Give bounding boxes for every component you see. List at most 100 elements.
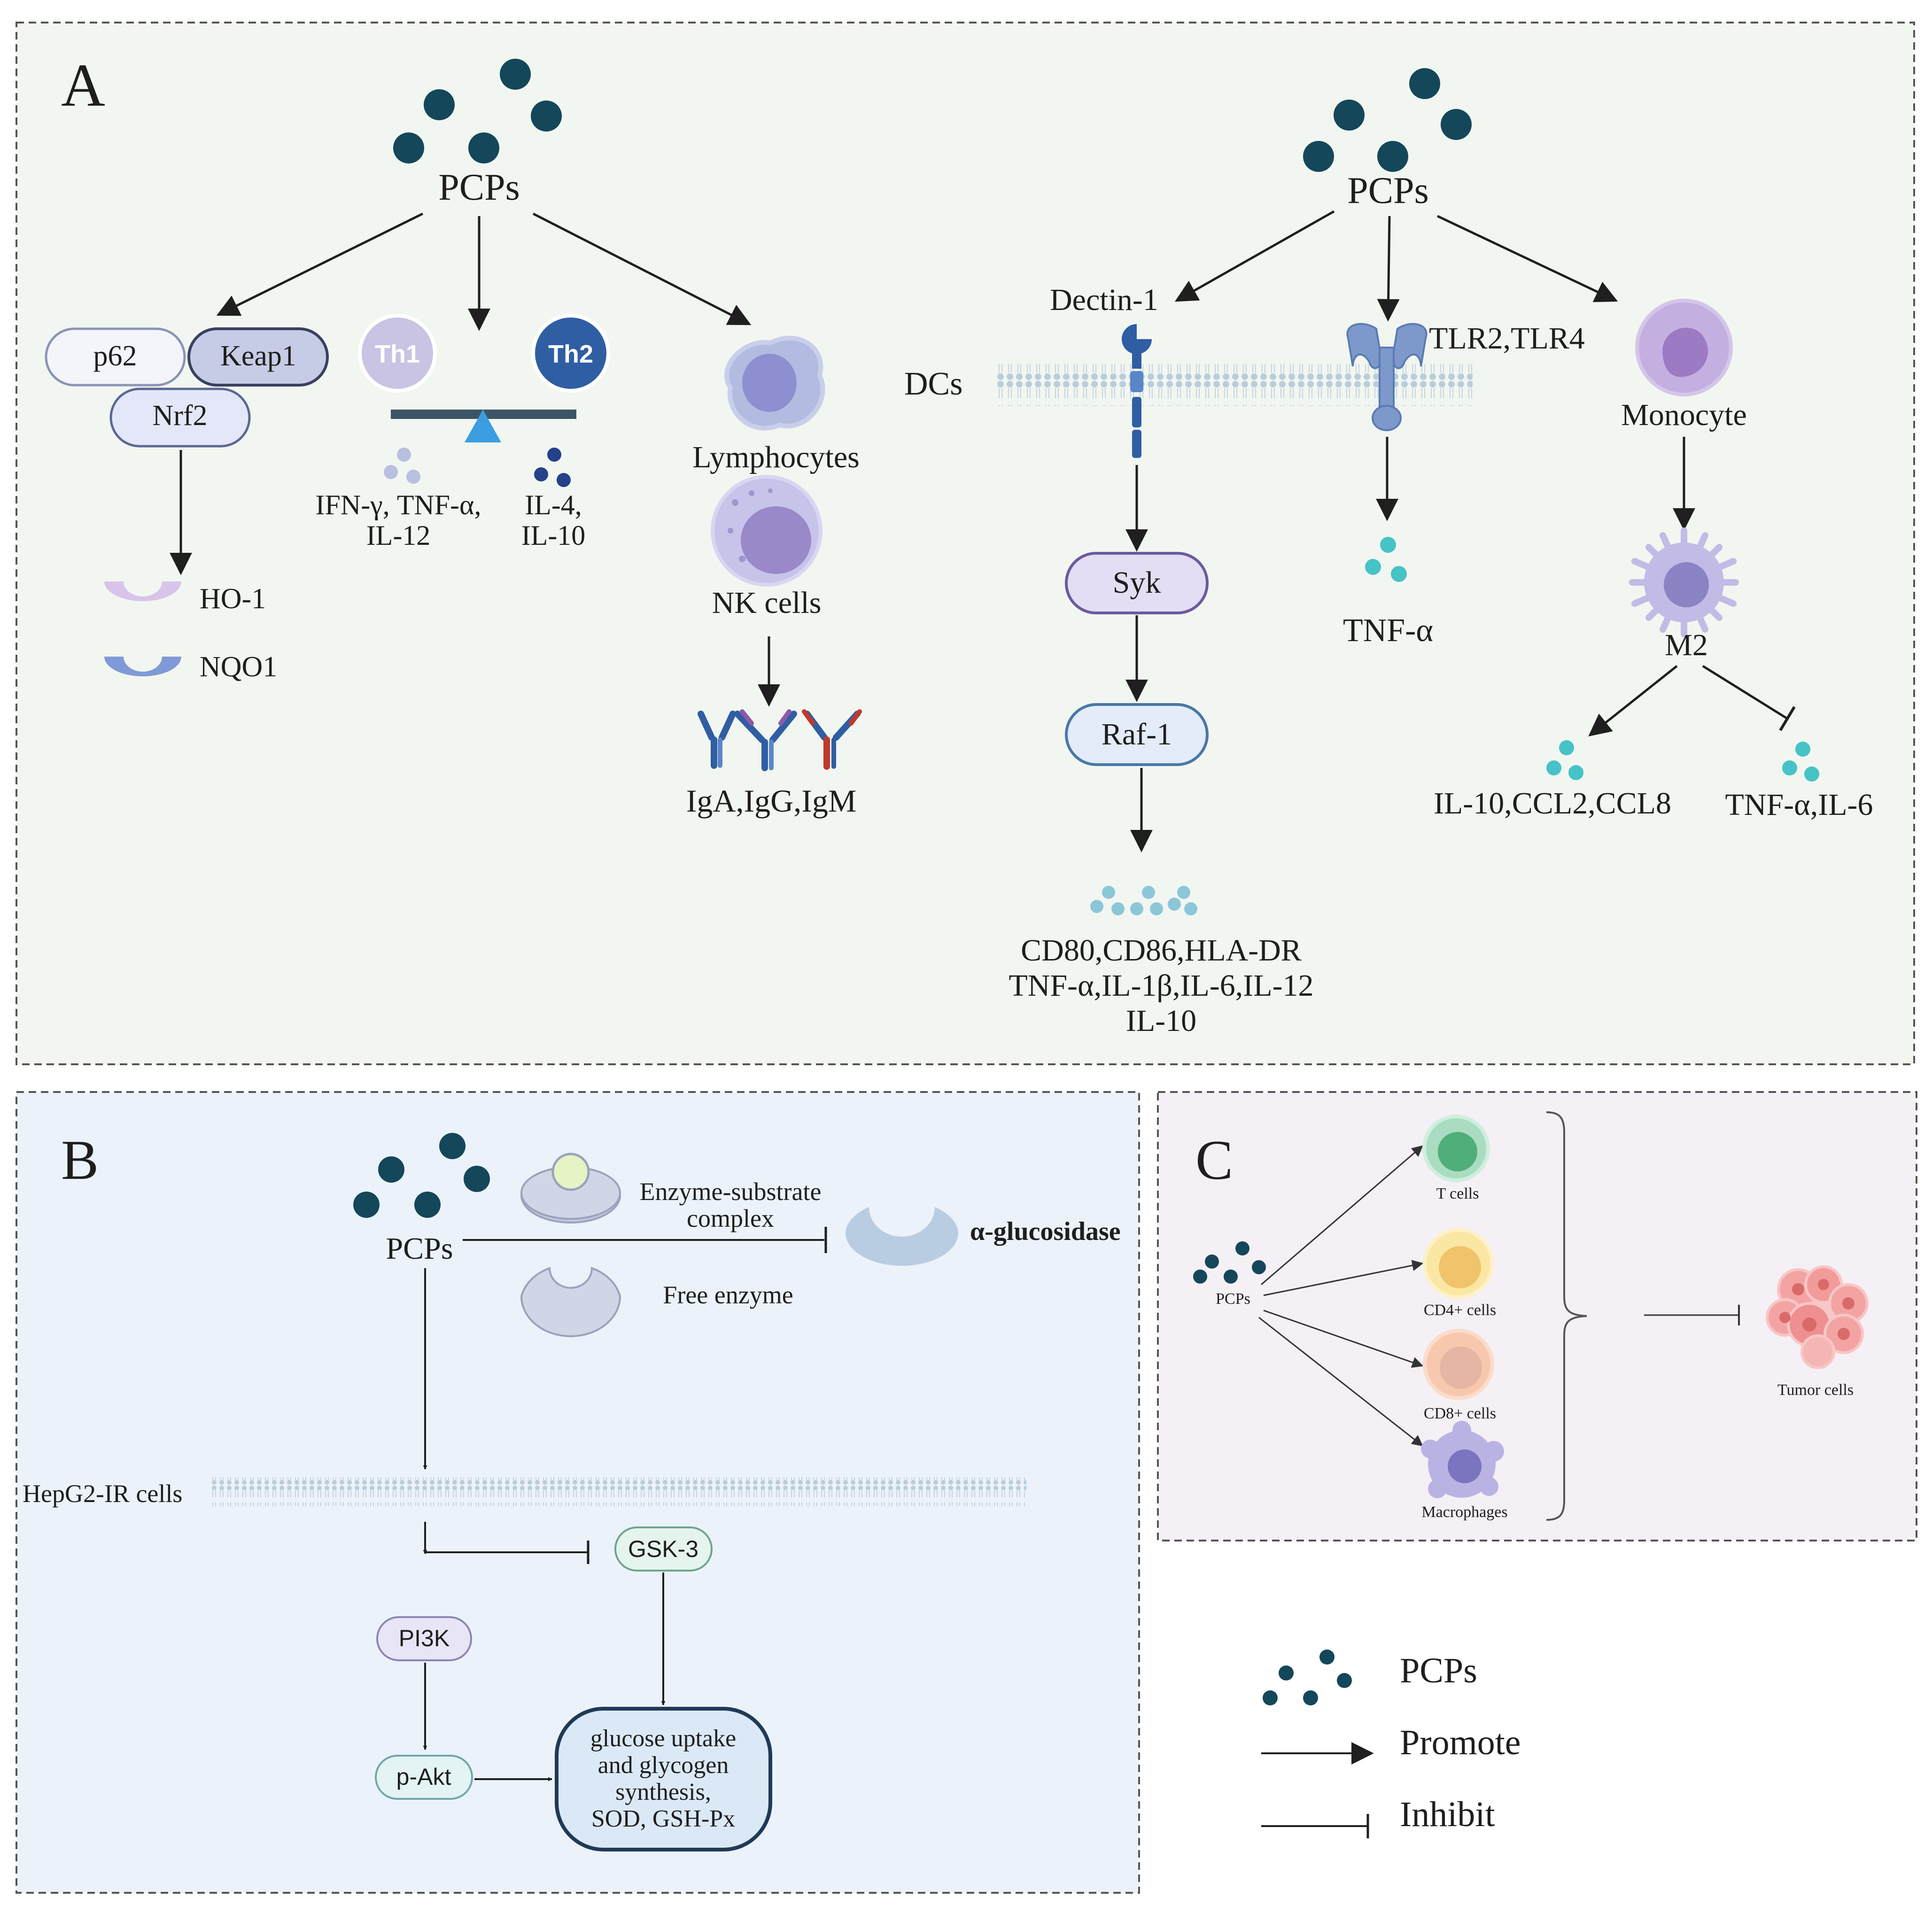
complex-label-line1: Enzyme-substrate (640, 1177, 822, 1206)
alpha-glucosidase-icon (845, 1207, 958, 1266)
dc-outputs-line2: TNF-α,IL-1β,IL-6,IL-12 (1009, 968, 1313, 1003)
il10-cytokine-icon (1546, 740, 1583, 780)
enzyme-substrate-complex-icon (520, 1153, 621, 1224)
th1-cytokine-icon (384, 448, 420, 484)
th2-cytokines-line1: IL-4, (525, 489, 582, 520)
outcome-line1: glucose uptake (590, 1725, 736, 1752)
pi3k-pill (376, 1616, 472, 1661)
alpha-glucosidase-label: α-glucosidase (970, 1217, 1121, 1246)
panel-c-label: C (1195, 1129, 1233, 1191)
antibodies-label: IgA,IgG,IgM (686, 783, 857, 819)
arrow-pcps-to-tlr (1377, 216, 1400, 322)
arrow-pcps-to-monocyte (1436, 215, 1618, 302)
panel-a-frame (16, 22, 1915, 1065)
arrow-pcps-to-cd4 (1263, 1260, 1424, 1296)
legend-pcps-icon (1263, 1650, 1352, 1705)
outcome-line4: SOD, GSH-Px (591, 1805, 735, 1832)
hepg2-cell-membrane (209, 1477, 1026, 1506)
dc-cell-membrane (996, 364, 1473, 406)
m2-promoted-label: IL-10,CCL2,CCL8 (1434, 786, 1671, 821)
grouping-brace (1546, 1111, 1587, 1521)
arrow-pcps-to-nrf2 (216, 212, 424, 316)
inhibit-m2-to-tnfa (1702, 665, 1788, 720)
ho1-enzyme-icon (104, 581, 181, 601)
th1-label: Th1 (375, 340, 420, 368)
syk-label: Syk (1113, 565, 1161, 600)
tnfa-il6-cytokine-icon (1782, 742, 1819, 782)
keap1-label: Keap1 (220, 340, 296, 372)
tcell-nucleus-icon (1438, 1132, 1477, 1171)
macrophage-icon (1421, 1421, 1504, 1498)
th1-cytokines-line2: IL-12 (366, 520, 431, 551)
arrow-pcps-to-macrophages (1258, 1317, 1423, 1447)
pcps-label-c: PCPs (1216, 1290, 1250, 1308)
antibody-iga-icon (698, 711, 736, 769)
nk-nucleus-icon (741, 506, 811, 574)
pi3k-label: PI3K (399, 1625, 450, 1651)
p62-pill (45, 327, 186, 387)
monocyte-nucleus-icon (1662, 327, 1708, 377)
macrophages-label: Macrophages (1421, 1503, 1507, 1521)
pcps-label-b: PCPs (386, 1231, 453, 1266)
monocyte-label: Monocyte (1621, 398, 1747, 432)
nqo1-label: NQO1 (200, 651, 277, 683)
p62-label: p62 (93, 340, 137, 372)
th2-cytokine-icon (534, 448, 571, 487)
dc-cytokine-cluster-icon (1090, 886, 1197, 915)
th1-cell-icon (358, 314, 437, 393)
syk-pill (1065, 552, 1209, 614)
arrow-pcps-to-dectin1 (1174, 210, 1335, 302)
m2-macrophage-icon (1629, 527, 1739, 637)
cd4-label: CD4+ cells (1424, 1301, 1496, 1319)
nrf2-pill (109, 387, 251, 448)
dc-outputs-line3: IL-10 (1126, 1004, 1196, 1038)
raf1-pill (1065, 703, 1209, 766)
pcps-particles-a-left (393, 59, 562, 163)
tumor-cells-icon (1766, 1265, 1869, 1369)
cd8-label: CD8+ cells (1424, 1405, 1496, 1422)
panel-a: A PCPs p62 Keap1 Nrf2 HO-1 NQO1 Th1 Th2 (16, 22, 1915, 1065)
dectin1-receptor-icon (1122, 324, 1152, 458)
complex-label-line2: complex (687, 1204, 774, 1232)
ho1-label: HO-1 (200, 583, 266, 615)
hepg2-label: HepG2-IR cells (23, 1479, 182, 1508)
free-enzyme-icon (520, 1267, 621, 1337)
cd4-nucleus-icon (1439, 1246, 1481, 1288)
legend-inhibit-label: Inhibit (1400, 1795, 1495, 1834)
pakt-pill (375, 1755, 473, 1800)
tnfa-label: TNF-α (1343, 612, 1433, 649)
cd8-nucleus-icon (1440, 1347, 1482, 1389)
nk-cells-label: NK cells (712, 586, 822, 620)
tnfa-cytokine-icon (1365, 537, 1407, 582)
antibody-igm-icon (802, 709, 862, 770)
th2-label: Th2 (548, 340, 593, 368)
outcome-line2: and glycogen (598, 1752, 729, 1779)
free-enzyme-label: Free enzyme (663, 1281, 793, 1309)
tcells-label: T cells (1436, 1185, 1479, 1202)
panel-a-label: A (61, 52, 105, 119)
pcps-particles-c (1193, 1241, 1266, 1284)
dc-outputs-line1: CD80,CD86,HLA-DR (1021, 933, 1302, 968)
dectin1-label: Dectin-1 (1050, 283, 1158, 317)
outcome-line3: synthesis, (615, 1779, 711, 1805)
th1-cytokines-line1: IFN-γ, TNF-α, (316, 489, 481, 520)
raf1-label: Raf-1 (1102, 717, 1172, 751)
panel-b: B PCPs Enzyme-substrate complex Free enz… (16, 1091, 1140, 1894)
gsk3-label: GSK-3 (628, 1536, 698, 1562)
tumor-label: Tumor cells (1777, 1381, 1854, 1399)
gsk3-pill (614, 1526, 713, 1572)
pcps-label-a-right: PCPs (1347, 170, 1428, 211)
nqo1-enzyme-icon (104, 657, 181, 676)
legend: PCPs Promote Inhibit (1261, 1650, 1521, 1838)
tlr-receptor-icon (1346, 323, 1428, 431)
th2-cell-icon (531, 314, 610, 393)
pakt-label: p-Akt (396, 1764, 451, 1790)
lymphocyte-nucleus-icon (742, 354, 797, 412)
nrf2-label: Nrf2 (152, 400, 207, 432)
pcps-particles-a-right (1303, 68, 1472, 172)
pcps-particles-b (353, 1133, 490, 1218)
balance-fulcrum-icon (465, 410, 501, 442)
legend-promote-label: Promote (1400, 1723, 1521, 1762)
antibody-igg-icon (734, 709, 797, 771)
